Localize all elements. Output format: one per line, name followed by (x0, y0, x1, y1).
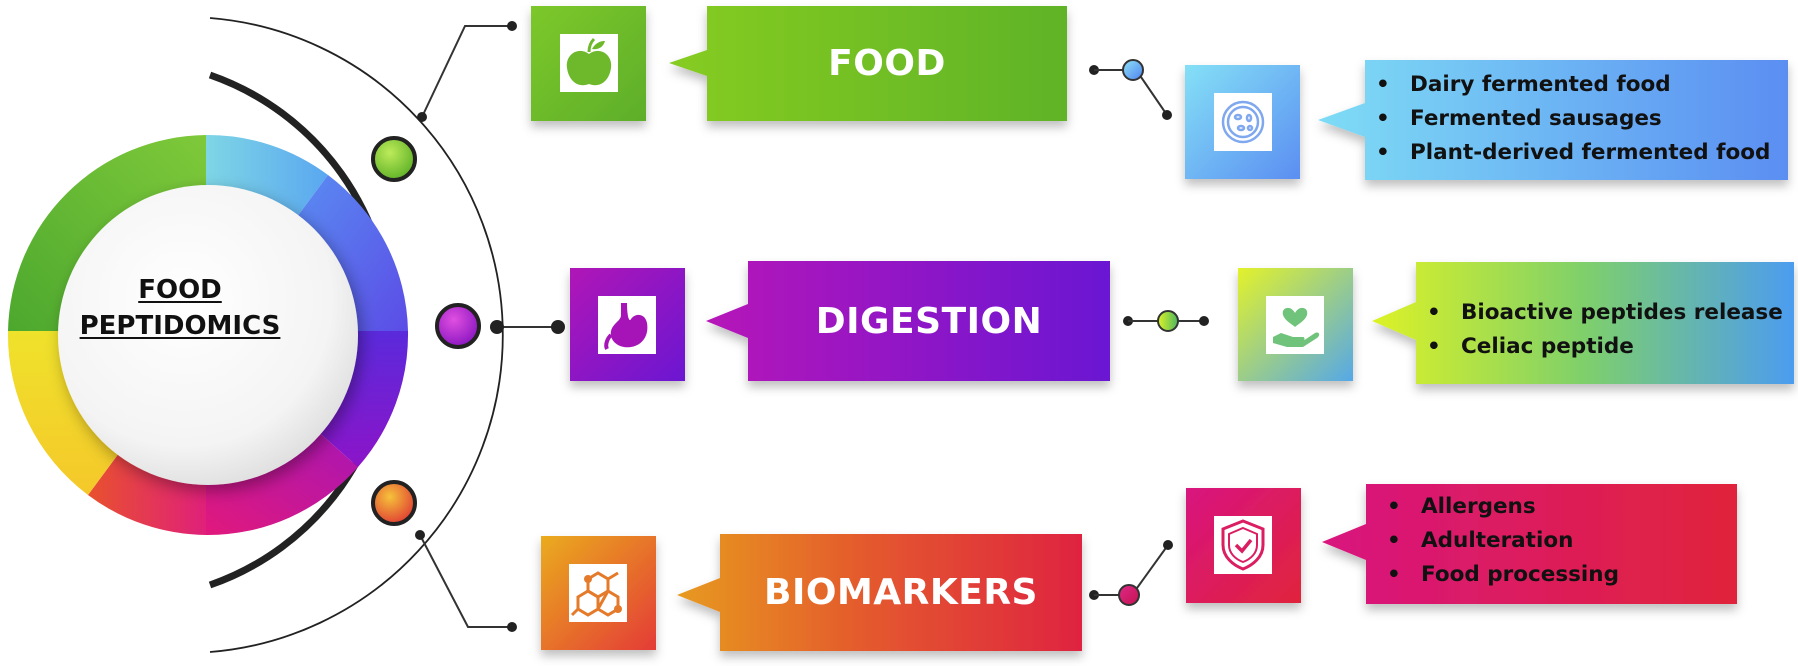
ring-segment-yellow (7, 331, 122, 495)
biomarkers-detail-connector (1089, 540, 1173, 606)
ring-segment-red (88, 449, 206, 535)
ring-segment-magenta (206, 429, 358, 536)
center-title: FOOD PEPTIDOMICS (70, 272, 290, 344)
shield-check-icon (1221, 519, 1265, 571)
apple-icon (566, 37, 612, 86)
food-banner-group (531, 6, 1067, 121)
list-item: Bioactive peptides release (1421, 296, 1783, 330)
ring-segment-cyan (206, 134, 328, 221)
ring-segment-blue (294, 175, 408, 331)
digestion-detail-list: Bioactive peptides release Celiac peptid… (1421, 296, 1783, 364)
digestion-banner-title: DIGESTION (815, 300, 1043, 342)
list-item: Celiac peptide (1421, 330, 1783, 364)
ring-segment-purple (315, 331, 409, 467)
connector-food (421, 25, 512, 118)
biomarkers-banner-group (541, 534, 1082, 651)
connector-biomarkers (419, 534, 512, 628)
center-title-line-1: FOOD (138, 275, 222, 305)
petri-dish-icon (1221, 100, 1265, 144)
biomarkers-banner (677, 534, 1082, 651)
list-item: Adulteration (1381, 524, 1619, 558)
food-banner-title: FOOD (828, 43, 946, 84)
digestion-detail-connector (1123, 310, 1209, 332)
digestion-banner-group (570, 261, 1110, 381)
food-banner (669, 6, 1067, 121)
biomarkers-detail-list: Allergens Adulteration Food processing (1381, 490, 1619, 592)
digestion-banner (706, 261, 1110, 381)
list-item: Allergens (1381, 490, 1619, 524)
heart-in-hand-icon (1273, 307, 1320, 347)
food-detail-list: Dairy fermented food Fermented sausages … (1370, 68, 1770, 170)
center-disc (58, 185, 358, 485)
list-item: Plant-derived fermented food (1370, 136, 1770, 170)
biomarkers-banner-title: BIOMARKERS (764, 572, 1038, 613)
list-item: Dairy fermented food (1370, 68, 1770, 102)
outer-thin-arc (209, 17, 504, 653)
list-item: Food processing (1381, 558, 1619, 592)
stomach-icon (604, 303, 648, 350)
list-item: Fermented sausages (1370, 102, 1770, 136)
food-detail-connector (1089, 59, 1172, 120)
center-title-line-2: PEPTIDOMICS (79, 311, 281, 341)
node-biomarkers (371, 480, 417, 526)
node-food (371, 136, 417, 182)
node-digestion (435, 303, 481, 349)
molecule-icon (570, 571, 622, 617)
ring-wheel (7, 134, 409, 536)
